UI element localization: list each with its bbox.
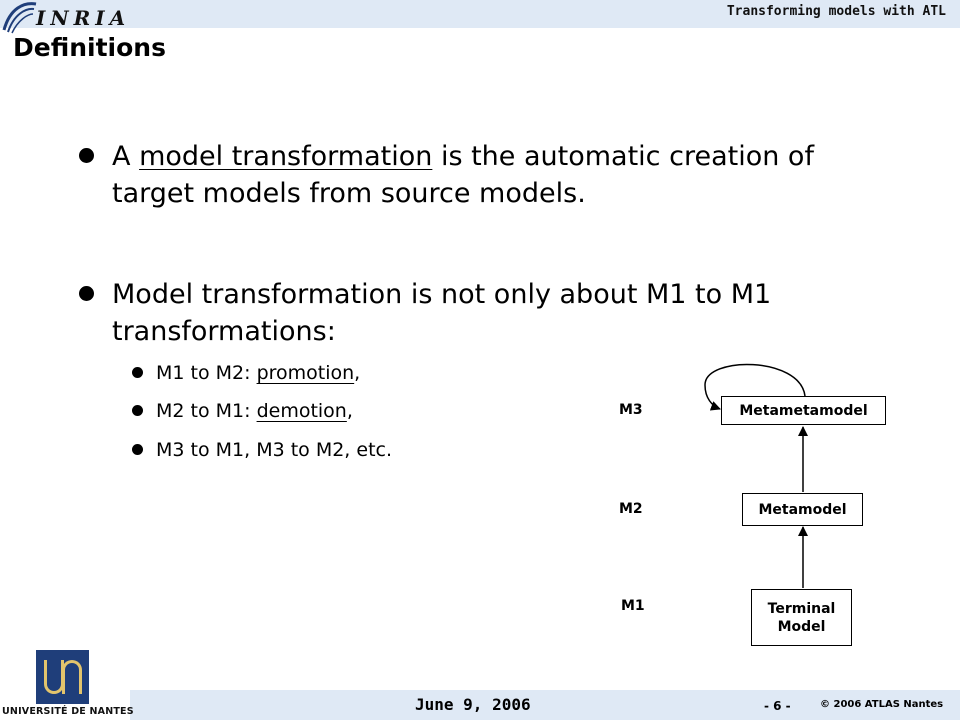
bullet-line: A model transformation is the automatic … [112,138,814,175]
terminal-model-label-line2: Model [777,618,826,635]
bullet-not-only-m1: Model transformation is not only about M… [79,276,772,350]
bullet-dot-icon [132,444,143,455]
self-conformance-arrow [704,363,806,411]
sub-bullet-text: M3 to M1, M3 to M2, etc. [156,439,393,461]
sub-bullet-promotion: M1 to M2: promotion, [132,360,361,386]
demotion-term: demotion [256,400,347,422]
sub-bullet-text: M2 to M1: [156,400,257,422]
logo-n-shape [62,660,82,694]
footer-band [130,690,960,720]
bullet-text: is the automatic creation of [432,141,814,172]
model-transformation-term: model transformation [139,141,433,172]
bullet-dot-icon [79,286,94,301]
presentation-title: Transforming models with ATL [726,4,946,19]
sub-bullet-demotion: M2 to M1: demotion, [132,398,353,424]
level-label-m1: M1 [621,598,645,614]
footer-date: June 9, 2006 [415,695,531,714]
bullet-dot-icon [132,367,143,378]
universite-de-nantes-mark-icon [36,650,89,704]
level-label-m3: M3 [619,402,643,418]
terminal-model-label-line1: Terminal [767,600,836,617]
sub-bullet-text: M1 to M2: [156,362,257,384]
bullet-text: A [112,141,140,172]
page-number: - 6 - [764,699,791,713]
header-band [0,0,960,28]
level-label-m2: M2 [619,501,643,517]
bullet-model-transformation-definition: A model transformation is the automatic … [79,138,814,212]
metametamodel-box: Metametamodel [721,396,886,425]
bullet-dot-icon [79,148,94,163]
bullet-line: transformations: [112,316,336,347]
inria-logo-text: INRIA [36,6,131,30]
bullet-line: Model transformation is not only about M… [112,279,772,310]
slide-title: Definitions [13,33,166,62]
universite-de-nantes-logo: UNIVERSITÉ DE NANTES [0,648,134,720]
terminal-model-box: Terminal Model [751,589,852,646]
bullet-dot-icon [132,405,143,416]
promotion-term: promotion [256,362,355,384]
metamodel-box: Metamodel [742,493,863,526]
copyright: © 2006 ATLAS Nantes [820,699,944,710]
inria-swoosh-icon [2,2,37,34]
metametamodel-label: Metametamodel [739,402,868,419]
university-name: UNIVERSITÉ DE NANTES [2,706,134,717]
inria-logo: INRIA [0,0,150,40]
metamodel-label: Metamodel [758,501,847,518]
sub-bullet-text: , [354,362,361,384]
bullet-line: target models from source models. [112,178,586,209]
sub-bullet-m3-to-m1: M3 to M1, M3 to M2, etc. [132,437,393,463]
logo-u-shape [44,660,64,694]
sub-bullet-text: , [346,400,353,422]
